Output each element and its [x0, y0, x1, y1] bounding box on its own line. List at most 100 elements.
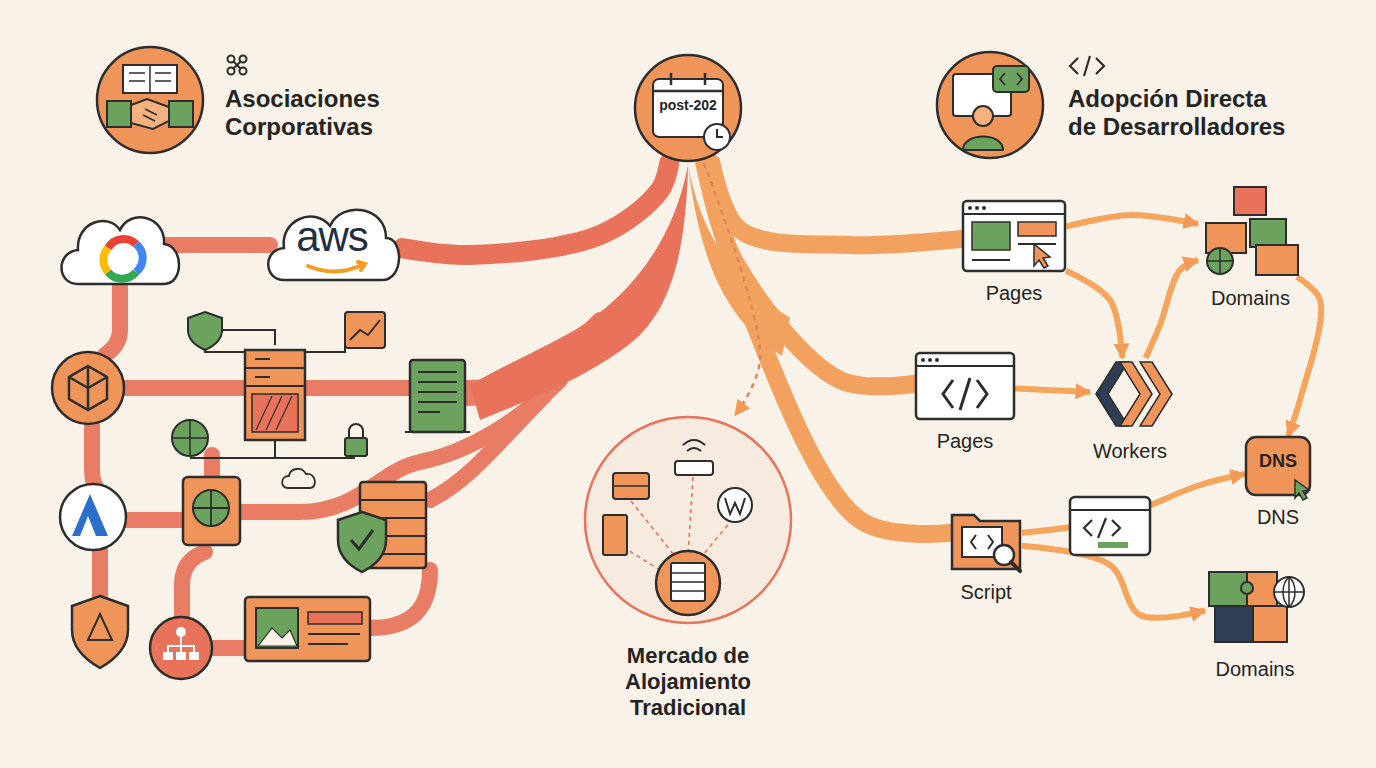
google-arc-blue [136, 244, 143, 272]
node-label: post-202 [659, 97, 717, 114]
green-block [972, 222, 1010, 250]
network-icon-dot [240, 56, 247, 63]
block-globe [1207, 248, 1233, 274]
sleeve [107, 101, 131, 127]
puzzle-globe-lines [1274, 577, 1304, 607]
connector [1066, 271, 1122, 358]
book [123, 65, 177, 93]
node-shape [95, 45, 205, 155]
google-cloud [62, 217, 180, 284]
wp-logo [718, 488, 752, 522]
node-shape [1198, 185, 1303, 277]
node-label: aws [296, 212, 368, 262]
aws-cloud [268, 210, 399, 280]
node-heading: Adopción Directa de Desarrolladores [1068, 85, 1296, 142]
org-symbol [168, 636, 194, 652]
chart-line [350, 320, 380, 340]
image-bar [308, 612, 362, 624]
connector [704, 163, 760, 415]
heading-network-icon [228, 56, 247, 75]
node-shape [950, 505, 1022, 571]
flow-band [212, 640, 245, 656]
check-mark [351, 530, 373, 549]
small-cloud [282, 469, 315, 488]
puzzle-knob [1241, 582, 1253, 594]
flow-band [92, 425, 100, 492]
flow-band [370, 570, 430, 628]
aws-smile [308, 262, 365, 272]
diagram-node: aws [262, 198, 402, 284]
chevron-orange [1140, 362, 1172, 426]
main-server-badge [656, 551, 720, 615]
clock-hands [717, 129, 723, 137]
shield-icon [188, 312, 222, 350]
network-line [305, 330, 345, 352]
server-hatch-box [252, 394, 298, 432]
node-shape [1090, 358, 1170, 430]
diagram-node: DNSDNS [1245, 436, 1311, 496]
window-dot [928, 358, 932, 362]
clock-face [704, 124, 730, 150]
azure-symbol [72, 494, 108, 536]
market-circle [585, 417, 791, 623]
hexagon-symbol [69, 366, 107, 410]
node-shape [962, 200, 1066, 272]
connector [1066, 215, 1198, 227]
diagram-node: Script [950, 505, 1022, 571]
router-waves [683, 440, 705, 451]
node-label: Domains [1216, 658, 1295, 682]
node-label: Script [960, 581, 1011, 605]
network-line [275, 457, 355, 459]
flow-band [125, 512, 183, 528]
node-shape [1205, 566, 1305, 648]
diagram-node: Mercado de Alojamiento Tradicional [583, 415, 793, 625]
diagram-node: Domains [1198, 185, 1303, 277]
code-symbol [943, 378, 987, 410]
code-symbol [1070, 56, 1104, 76]
code-window [1070, 497, 1150, 555]
dns-cursor [1295, 480, 1309, 500]
heading-badge [937, 52, 1043, 158]
window-bar [963, 213, 1065, 215]
lock-shackle [349, 424, 363, 438]
folder-code [971, 535, 993, 549]
connector [1288, 277, 1321, 436]
window-dot [921, 358, 925, 362]
heading-badge [97, 47, 203, 153]
org-box [176, 652, 186, 660]
lock-body [345, 438, 367, 456]
org-box [163, 652, 173, 660]
google-arc-red [108, 239, 136, 248]
chevron-dark [1096, 362, 1128, 426]
azure-badge [60, 484, 126, 550]
connector [711, 163, 962, 245]
server-lines [245, 359, 305, 386]
code-bubble [993, 66, 1029, 92]
tower [603, 515, 627, 555]
connector [1015, 388, 1090, 392]
node-label: Workers [1093, 440, 1167, 464]
window-dot [975, 206, 979, 210]
node-label: DNS [1257, 506, 1299, 530]
block [1256, 245, 1298, 275]
globe-card [183, 477, 240, 545]
mini-server-line [613, 485, 649, 487]
person-head [973, 106, 993, 126]
window-dot [968, 206, 972, 210]
diagram-node: Pages [962, 200, 1066, 272]
flow-band [182, 552, 205, 616]
org-box [189, 652, 199, 660]
sleeve [169, 101, 193, 127]
calendar-rings [653, 73, 723, 91]
diagram-node: Adopción Directa de Desarrolladores [935, 50, 1045, 160]
node-label: Pages [937, 430, 994, 454]
server-hatch [256, 396, 292, 430]
person-body [963, 137, 1003, 151]
diagram-node: Domains [1205, 566, 1305, 648]
flow-bands [92, 245, 600, 648]
puzzle-globe [1274, 577, 1304, 607]
network-lines [190, 330, 355, 458]
diagram-node: Pages [915, 352, 1015, 420]
connector [1146, 260, 1198, 358]
